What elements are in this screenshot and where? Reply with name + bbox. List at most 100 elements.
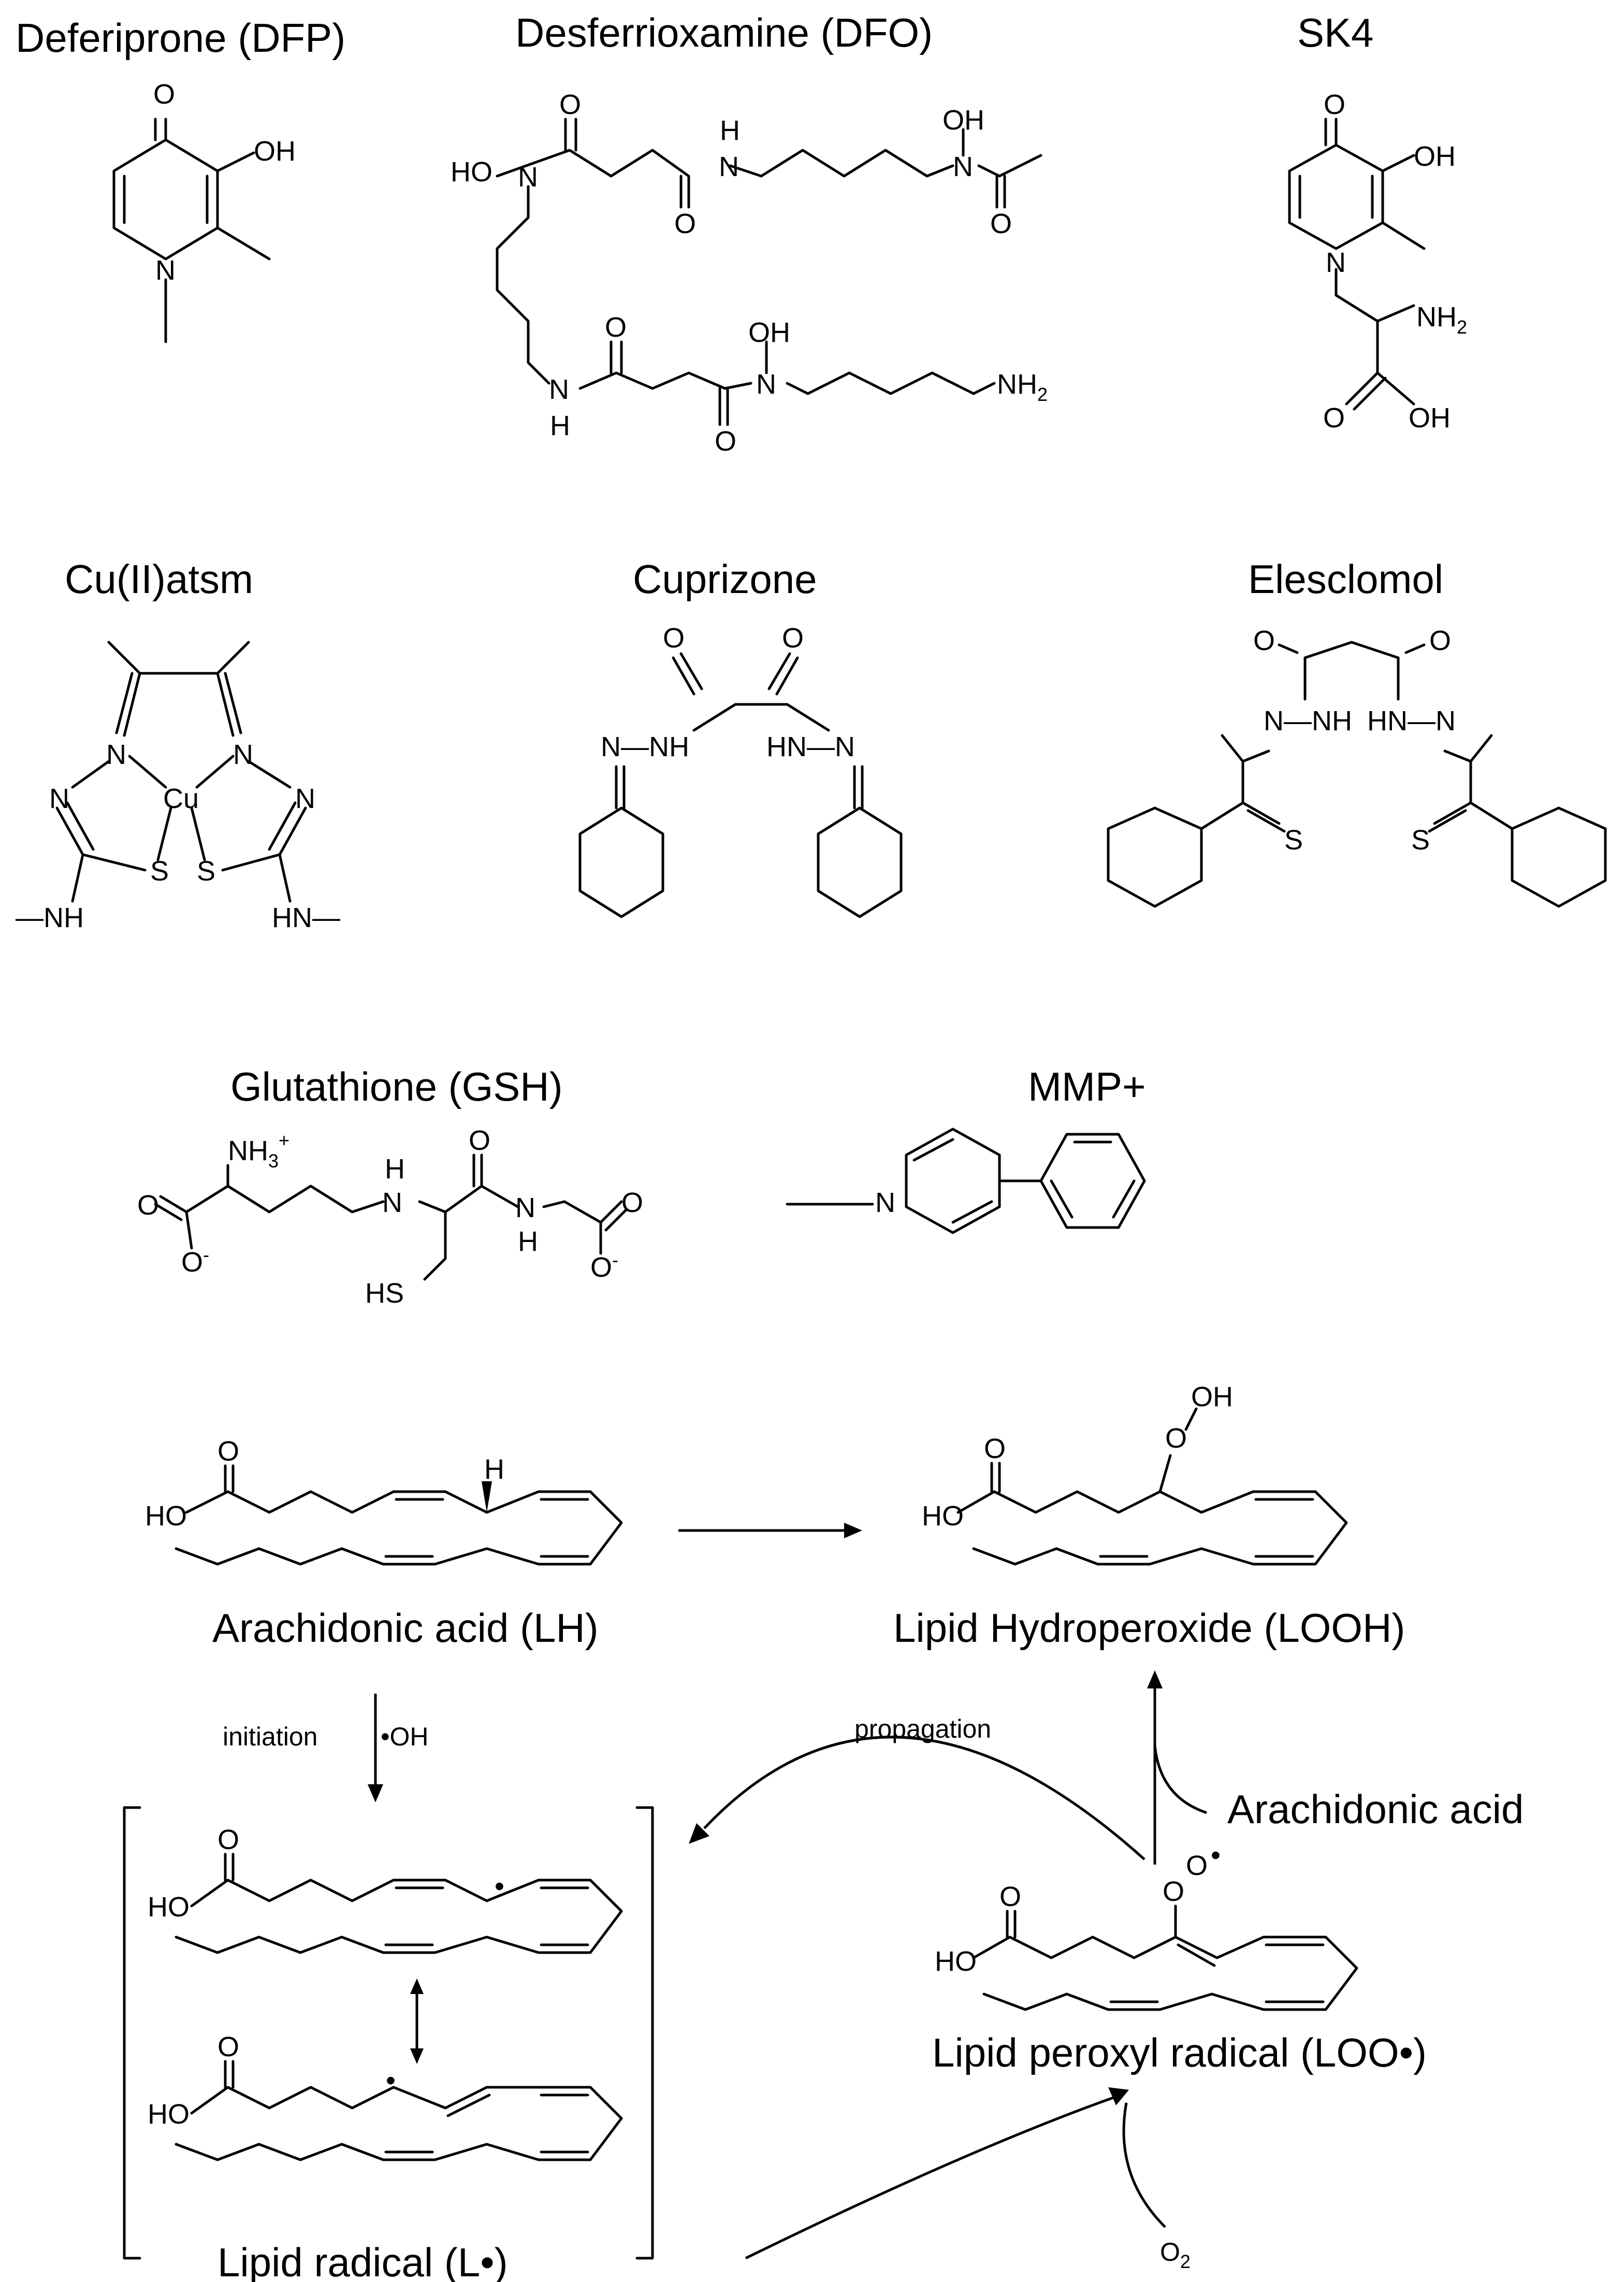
atom-n: N xyxy=(515,1192,535,1223)
atom-ho: HO xyxy=(922,1500,964,1532)
atom-n: N xyxy=(756,369,776,400)
arachidonic-acid-label: Arachidonic acid xyxy=(1227,1786,1524,1832)
atom-o: O xyxy=(1323,402,1345,434)
arrow-lh-to-looh xyxy=(678,1523,862,1538)
lipid-hydroperoxide-label: Lipid Hydroperoxide (LOOH) xyxy=(893,1605,1405,1651)
atom-oh: OH xyxy=(1414,141,1456,172)
lipid-radical-form-2: HO O • xyxy=(148,2031,623,2161)
atom-h: H xyxy=(484,1454,504,1485)
atom-n: N xyxy=(1326,247,1346,278)
desferrioxamine-structure: HO N O O H N OH N O N H O O OH N NH2 xyxy=(451,89,1048,457)
atom-hn-n: HN—N xyxy=(766,731,855,762)
molecule-glutathione: Glutathione (GSH) NH3+ O O- H N O N H O xyxy=(137,1064,643,1309)
atom-o: O xyxy=(674,208,696,239)
oh-radical-label: •OH xyxy=(381,1722,429,1751)
cuprizone-label: Cuprizone xyxy=(633,556,817,602)
atom-n: N xyxy=(382,1187,402,1218)
lipid-peroxyl-radical-label: Lipid peroxyl radical (LOO•) xyxy=(932,2030,1427,2075)
atom-o: O xyxy=(663,623,685,654)
initiation-label: initiation xyxy=(223,1722,317,1751)
glutathione-label: Glutathione (GSH) xyxy=(230,1064,563,1109)
atom-h: H xyxy=(550,410,570,441)
arachidonic-acid-lh-label: Arachidonic acid (LH) xyxy=(212,1605,599,1651)
sk4-label: SK4 xyxy=(1297,10,1373,55)
atom-oh: OH xyxy=(1409,402,1451,434)
atom-o: O xyxy=(218,1824,239,1855)
atom-o: O xyxy=(782,623,804,654)
lipid-peroxyl-radical-structure: HO O O O• xyxy=(935,1840,1358,2011)
lipid-radical-form-1: HO O • xyxy=(148,1824,623,1954)
propagation-label: propagation xyxy=(854,1714,991,1743)
arrow-initiation xyxy=(368,1694,383,1802)
atom-o: O xyxy=(999,1881,1021,1912)
lipid-radical-label: Lipid radical (L•) xyxy=(218,2240,508,2282)
molecule-sk4: SK4 O OH N NH2 O OH xyxy=(1288,10,1467,434)
deferiprone-structure: O OH N xyxy=(112,79,296,343)
atom-h: H xyxy=(720,115,740,146)
arrow-propagation xyxy=(689,1736,1146,1860)
desferrioxamine-label: Desferrioxamine (DFO) xyxy=(515,10,933,55)
cuatsm-structure: N N Cu N N S S —NH HN— xyxy=(16,641,340,933)
atom-n-nh: N—NH xyxy=(1264,705,1352,736)
atom-o: O xyxy=(990,208,1012,239)
atom-n: N xyxy=(295,783,315,814)
atom-o: O xyxy=(153,79,175,110)
atom-o: O xyxy=(218,1436,239,1467)
atom-o: O xyxy=(715,426,736,457)
atom-o: O xyxy=(218,2031,239,2062)
atom-hs: HS xyxy=(365,1278,404,1309)
atom-o: O xyxy=(605,312,627,343)
arrow-loo-to-looh xyxy=(1147,1670,1207,1865)
atom-ho: HO xyxy=(451,156,492,187)
atom-cu: Cu xyxy=(163,783,199,814)
atom-o: O xyxy=(1165,1423,1187,1454)
atom-n: N xyxy=(953,151,973,182)
atom-nh3: NH3+ xyxy=(228,1130,289,1172)
atom-n: N xyxy=(719,151,739,182)
deferiprone-label: Deferiprone (DFP) xyxy=(16,15,345,61)
atom-n: N xyxy=(106,739,126,770)
atom-oh: OH xyxy=(254,136,296,167)
mmp-structure: N xyxy=(786,1128,1146,1234)
atom-o-minus: O- xyxy=(181,1244,209,1278)
atom-s: S xyxy=(1411,825,1430,856)
cuprizone-structure: O O N—NH HN—N xyxy=(578,623,903,918)
molecule-desferrioxamine: Desferrioxamine (DFO) HO N O O H xyxy=(451,10,1048,457)
atom-h: H xyxy=(518,1226,538,1257)
atom-o: O xyxy=(621,1187,643,1218)
mmp-label: MMP+ xyxy=(1028,1064,1146,1109)
resonance-arrow xyxy=(410,1978,424,2064)
arachidonic-acid-structure: HO O H xyxy=(145,1436,623,1566)
atom-n: N xyxy=(233,739,253,770)
atom-nh2: NH2 xyxy=(997,369,1048,405)
atom-oh: OH xyxy=(943,105,984,136)
atom-n: N xyxy=(155,255,176,286)
atom-o: O xyxy=(559,89,581,120)
molecule-cuatsm: Cu(II)atsm N N Cu N N S xyxy=(16,556,340,933)
atom-s: S xyxy=(197,856,215,887)
atom-ho: HO xyxy=(935,1946,977,1977)
atom-o-minus: O- xyxy=(590,1249,618,1283)
molecule-elesclomol: Elesclomol O O N—NH HN—N S xyxy=(1107,556,1607,908)
cuatsm-label: Cu(II)atsm xyxy=(65,556,253,602)
elesclomol-label: Elesclomol xyxy=(1248,556,1443,602)
atom-ho: HO xyxy=(145,1500,187,1532)
molecule-mmp: MMP+ N xyxy=(786,1064,1146,1234)
atom-oh: OH xyxy=(1191,1381,1233,1412)
molecule-deferiprone: Deferiprone (DFP) O OH N xyxy=(16,15,345,343)
atom-o: O xyxy=(137,1190,159,1221)
atom-n: N xyxy=(549,374,569,405)
atom-oh: OH xyxy=(748,317,790,348)
atom-ho: HO xyxy=(148,1891,190,1923)
atom-hn: HN— xyxy=(272,902,340,933)
atom-o: O xyxy=(1324,89,1345,120)
atom-n-nh: N—NH xyxy=(601,731,689,762)
elesclomol-structure: O O N—NH HN—N S S xyxy=(1107,625,1607,908)
o2-label: O2 xyxy=(1160,2237,1191,2272)
atom-o: O xyxy=(1253,625,1275,656)
atom-s: S xyxy=(150,856,169,887)
radical-dot: • xyxy=(386,2065,396,2096)
lipid-hydroperoxide-structure: HO O O OH xyxy=(922,1381,1348,1566)
glutathione-structure: NH3+ O O- H N O N H O O- HS xyxy=(137,1125,643,1309)
radical-dot: • xyxy=(495,1871,504,1902)
